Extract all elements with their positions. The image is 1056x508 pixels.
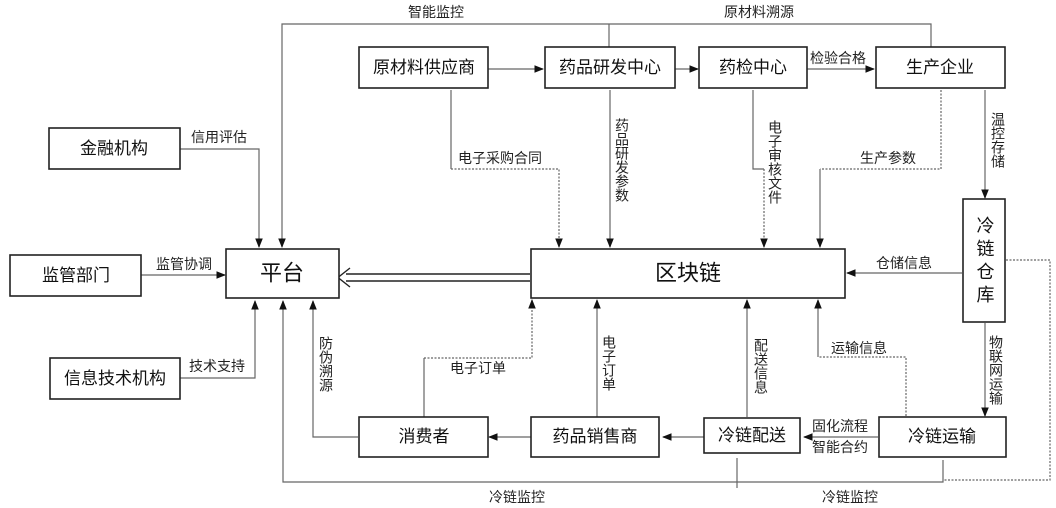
label-iot-transport: 物联网运输	[987, 335, 1003, 405]
edge-e-review-docs	[752, 90, 764, 170]
node-cold-warehouse: 冷链仓库	[962, 198, 1006, 323]
label-rnd-params: 药品研发参数	[613, 118, 629, 202]
svg-text:冷链配送: 冷链配送	[718, 426, 786, 446]
svg-text:冷链运输: 冷链运输	[908, 427, 976, 447]
label-reg-coord: 监管协调	[156, 257, 212, 273]
edge-production-params	[820, 90, 942, 170]
label-storage-info: 仓储信息	[876, 255, 932, 272]
svg-text:平台: 平台	[260, 262, 304, 287]
label-e-review-docs: 电子审核文件	[766, 120, 782, 204]
label-cold-monitor-left: 冷链监控	[489, 490, 545, 506]
label-tech-support: 技术支持	[189, 359, 245, 375]
label-temp-storage: 温控存储	[989, 112, 1005, 168]
node-it-org: 信息技术机构	[49, 357, 181, 400]
node-cold-transport: 冷链运输	[878, 416, 1007, 458]
label-anti-counterfeit: 防伪溯源	[317, 336, 333, 392]
label-solidify-flow: 固化流程	[812, 419, 868, 435]
svg-text:药品销售商: 药品销售商	[553, 427, 638, 447]
label-e-purchase-contract: 电子采购合同	[458, 151, 542, 167]
edge-warehouse-loop	[943, 259, 1051, 481]
label-delivery-info: 配送信息	[752, 338, 768, 394]
node-rnd-center: 药品研发中心	[544, 46, 676, 89]
label-production-params: 生产参数	[860, 150, 916, 167]
node-blockchain: 区块链	[530, 248, 846, 299]
edge-blockchain-to-platform	[336, 267, 530, 288]
label-e-order-seller: 电子订单	[600, 335, 616, 391]
svg-text:冷链仓库: 冷链仓库	[974, 216, 995, 308]
label-raw-trace: 原材料溯源	[724, 5, 794, 21]
node-seller: 药品销售商	[530, 416, 660, 458]
label-credit-eval: 信用评估	[191, 130, 247, 146]
edge-tech-support	[180, 300, 259, 379]
edge-cold-monitor	[279, 300, 944, 483]
label-transport-info: 运输信息	[831, 340, 887, 357]
svg-text:区块链: 区块链	[655, 262, 721, 287]
label-inspection-pass: 检验合格	[810, 51, 866, 67]
svg-text:消费者: 消费者	[399, 427, 450, 447]
svg-text:药品研发中心: 药品研发中心	[559, 58, 661, 78]
svg-text:生产企业: 生产企业	[906, 58, 974, 78]
edge-transport-info	[818, 356, 907, 416]
svg-text:原材料供应商: 原材料供应商	[373, 58, 475, 78]
node-regulator: 监管部门	[9, 254, 142, 297]
svg-text:监管部门: 监管部门	[42, 266, 110, 286]
node-inspection: 药检中心	[698, 46, 808, 89]
node-consumer: 消费者	[358, 416, 489, 458]
label-cold-monitor-right: 冷链监控	[822, 490, 878, 506]
svg-text:信息技术机构: 信息技术机构	[64, 369, 166, 389]
label-e-order-consumer: 电子订单	[450, 361, 506, 377]
edge-smart-monitor	[278, 23, 932, 248]
node-platform: 平台	[225, 248, 340, 299]
edge-anti-counterfeit	[309, 300, 358, 438]
node-cold-delivery: 冷链配送	[703, 417, 801, 454]
edge-credit-eval	[180, 148, 263, 248]
node-manufacturer: 生产企业	[875, 46, 1006, 89]
svg-text:金融机构: 金融机构	[80, 139, 148, 159]
node-supplier: 原材料供应商	[358, 46, 489, 89]
label-smart-monitor: 智能监控	[408, 5, 464, 21]
svg-text:药检中心: 药检中心	[719, 58, 787, 78]
node-finance: 金融机构	[48, 127, 181, 170]
label-smart-contract: 智能合约	[812, 440, 868, 456]
